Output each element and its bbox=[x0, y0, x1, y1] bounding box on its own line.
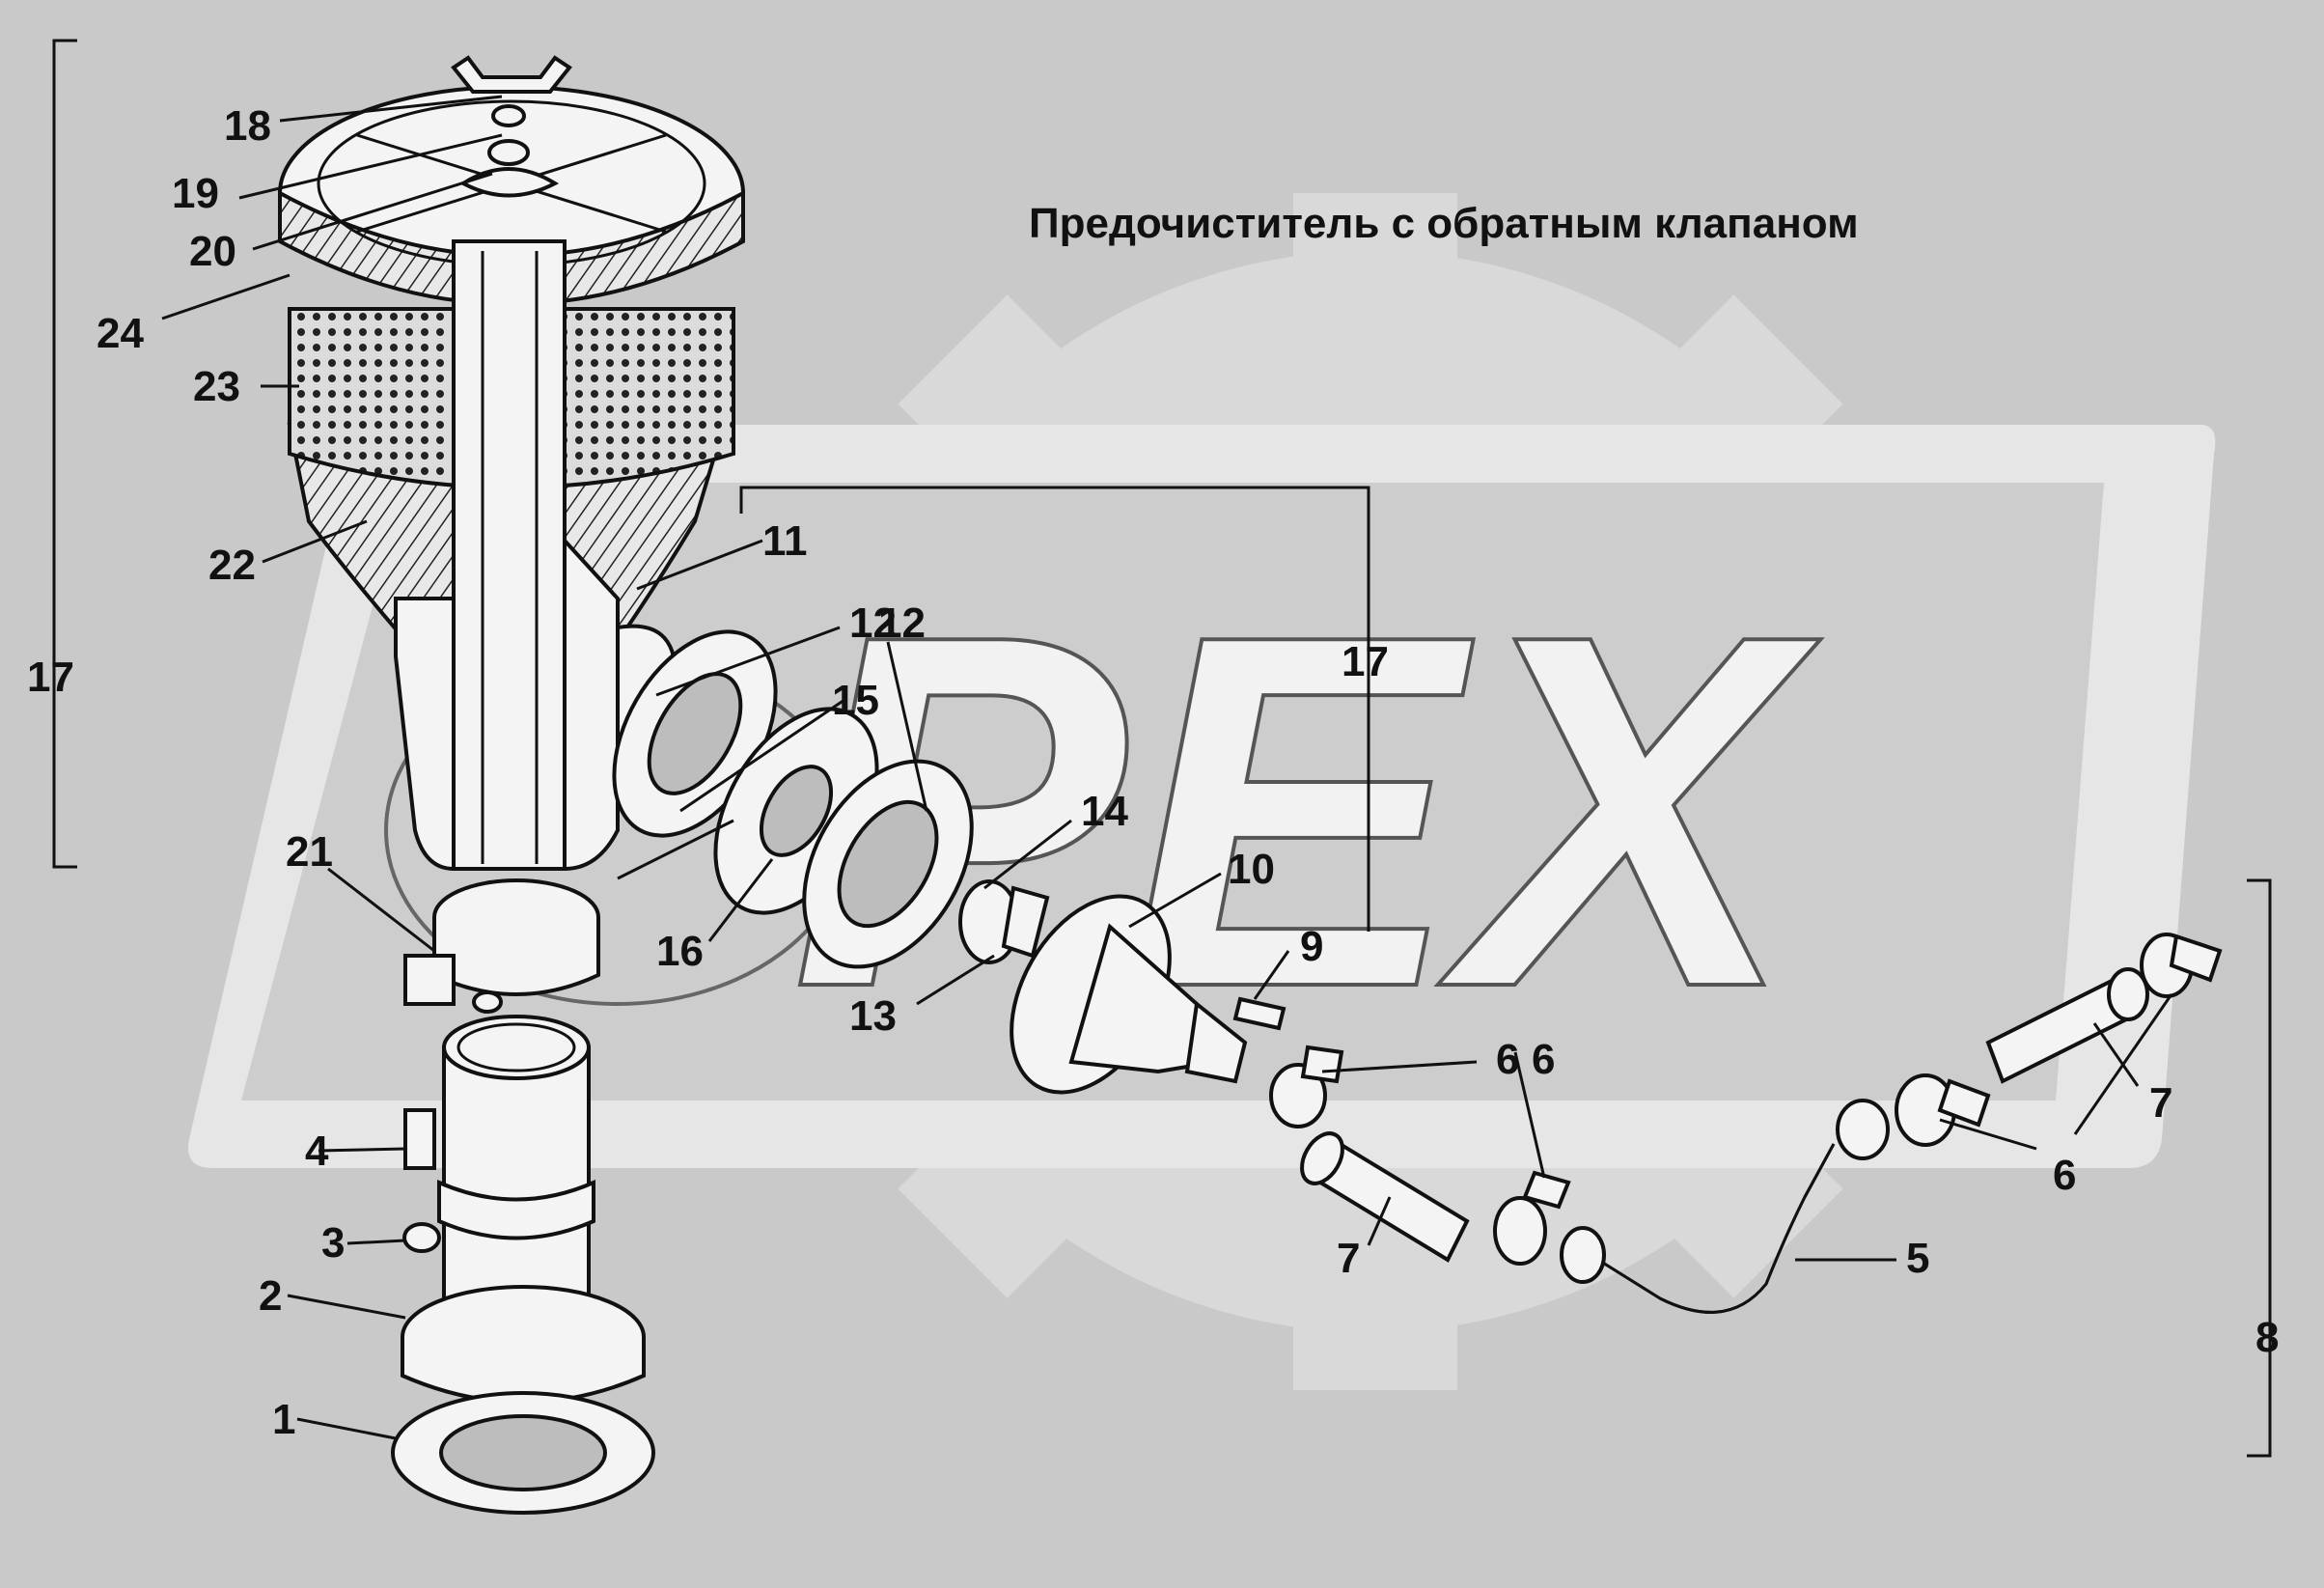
label-7-b: 7 bbox=[2149, 1079, 2172, 1127]
precleaner-central-tube bbox=[452, 239, 567, 871]
inlet-pipe bbox=[442, 1045, 591, 1324]
washer-19 bbox=[491, 104, 526, 127]
lock-washer-3 bbox=[402, 1222, 441, 1253]
callout-labels: 1 2 3 4 5 6 6 6 7 7 8 9 10 11 12 12 13 1… bbox=[27, 102, 2279, 1443]
precleaner-assembly bbox=[278, 55, 745, 1014]
label-5: 5 bbox=[1906, 1235, 1929, 1282]
label-15: 15 bbox=[832, 677, 879, 724]
bracket-right-8 bbox=[2247, 878, 2272, 1458]
label-4: 4 bbox=[305, 1128, 329, 1175]
label-22: 22 bbox=[208, 542, 256, 589]
return-line bbox=[1300, 933, 2223, 1314]
label-17-mid: 17 bbox=[1342, 638, 1389, 685]
label-14: 14 bbox=[1081, 788, 1128, 835]
label-19: 19 bbox=[172, 170, 219, 217]
label-7-a: 7 bbox=[1337, 1235, 1360, 1282]
bolt-4 bbox=[403, 1108, 436, 1170]
label-8: 8 bbox=[2255, 1314, 2279, 1361]
label-18: 18 bbox=[224, 102, 271, 150]
label-24: 24 bbox=[97, 310, 144, 357]
label-9: 9 bbox=[1300, 923, 1323, 970]
leader-lines bbox=[161, 95, 2173, 1440]
clamp-6-b bbox=[1493, 1196, 1547, 1266]
washer-20 bbox=[487, 139, 530, 166]
precleaner-cap-rim bbox=[278, 189, 745, 306]
precleaner-housing-right bbox=[563, 535, 620, 872]
pin-15 bbox=[617, 819, 734, 880]
diagram-title: Предочиститель с обратным клапаном bbox=[1029, 200, 1859, 247]
label-21: 21 bbox=[286, 828, 333, 876]
label-6-c: 6 bbox=[1532, 1036, 1555, 1083]
label-16: 16 bbox=[656, 928, 704, 975]
inlet-pipe-assembly bbox=[391, 1015, 655, 1515]
label-12-b: 12 bbox=[878, 599, 926, 647]
label-6-a: 6 bbox=[1496, 1036, 1519, 1083]
label-3: 3 bbox=[321, 1219, 345, 1267]
wing-nut bbox=[451, 55, 572, 94]
pipe-5 bbox=[1582, 1143, 1836, 1314]
label-12-a: 12 bbox=[849, 599, 897, 647]
label-2: 2 bbox=[259, 1272, 282, 1320]
bracket-left-17 bbox=[52, 39, 77, 869]
label-6-b: 6 bbox=[2053, 1152, 2076, 1199]
precleaner-housing-left bbox=[394, 597, 456, 872]
label-17-left: 17 bbox=[27, 654, 74, 701]
label-1: 1 bbox=[272, 1396, 295, 1443]
label-11: 11 bbox=[762, 517, 808, 565]
bolt-9 bbox=[1232, 996, 1286, 1031]
label-13: 13 bbox=[849, 992, 897, 1040]
bracket-mid-17 bbox=[739, 486, 1370, 932]
label-10: 10 bbox=[1228, 846, 1275, 893]
label-23: 23 bbox=[193, 363, 240, 410]
label-20: 20 bbox=[189, 228, 236, 275]
clamp-6-a bbox=[1269, 1063, 1327, 1128]
valve-stack bbox=[612, 629, 1344, 1128]
